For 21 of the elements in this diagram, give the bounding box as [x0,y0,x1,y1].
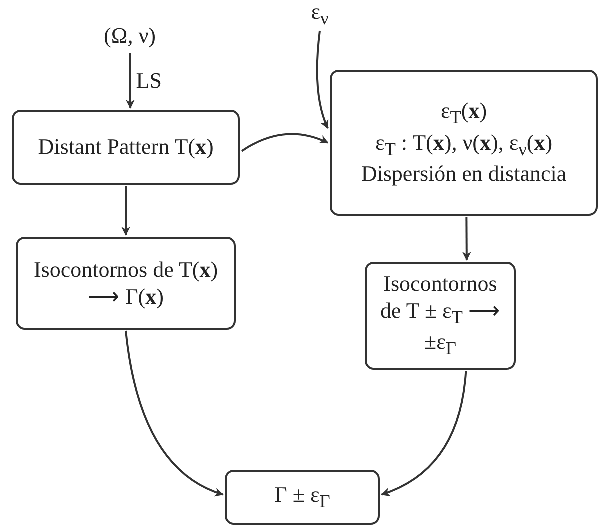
arrow [122,186,130,236]
node-text: Γ ± ε$_{Γ}$ [274,482,330,514]
node-text: Isocontornos de T ± ε$_{T}$ ⟶ ±ε$_{Γ}$ [380,271,502,361]
process-box [365,262,516,370]
process-box [16,237,236,330]
process-box [225,470,380,525]
node-text: Isocontornos de T(x) ⟶ Γ(x) [32,257,220,310]
node-text: Distant Pattern T(x) [38,134,214,161]
arrow [316,30,329,130]
arrow [462,217,472,261]
node-text: (Ω, ν) [85,20,175,52]
process-box [330,70,598,216]
node-text: Dispersión en distancia [361,161,567,188]
process-box [12,110,240,185]
node-text: ε$_{ν}$ [300,0,340,30]
arrow [381,370,468,496]
arrow [241,133,329,152]
arrow [125,330,224,496]
node-text: ε$_{T}$(x) [440,98,488,130]
arrow [126,52,135,109]
node-text: ε$_{T}$ : T(x), ν(x), ε$_{ν}$(x) [375,130,553,162]
